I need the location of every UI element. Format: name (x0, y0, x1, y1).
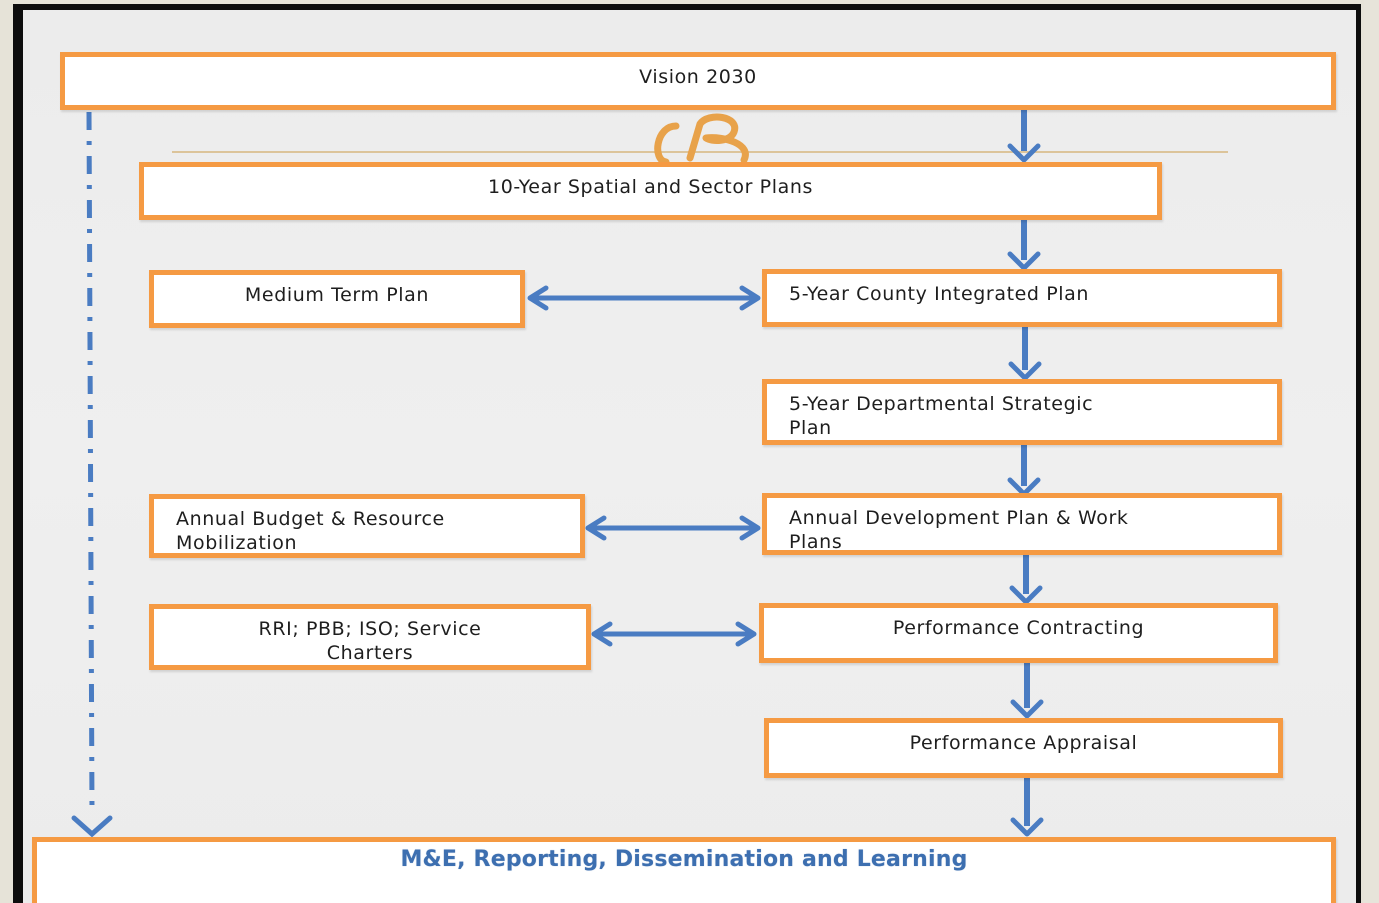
node-medium-term-plan: Medium Term Plan (149, 270, 525, 328)
node-label: M&E, Reporting, Dissemination and Learni… (400, 847, 968, 872)
arrowhead-icon (1009, 585, 1043, 605)
node-performance-contracting: Performance Contracting (759, 603, 1278, 663)
node-rri-pbb-iso: RRI; PBB; ISO; Service Charters (149, 604, 591, 670)
node-me-reporting: M&E, Reporting, Dissemination and Learni… (32, 837, 1336, 903)
node-spatial-sector-plans: 10-Year Spatial and Sector Plans (139, 162, 1162, 220)
node-label: 5-Year Departmental Strategic Plan (789, 393, 1094, 439)
node-vision-2030: Vision 2030 (60, 52, 1336, 110)
ornament-flourish-icon (172, 113, 1228, 166)
node-performance-appraisal: Performance Appraisal (764, 718, 1283, 778)
arrowhead-icon (1010, 817, 1044, 837)
node-label: Vision 2030 (639, 66, 757, 88)
node-label: 10-Year Spatial and Sector Plans (488, 176, 813, 198)
node-annual-budget: Annual Budget & Resource Mobilization (149, 494, 585, 558)
slide-right-margin (1364, 0, 1379, 903)
double-arrow-medium-term-county (527, 285, 761, 311)
node-label: Performance Appraisal (909, 732, 1138, 754)
node-label: Performance Contracting (892, 617, 1145, 639)
arrowhead-icon (1008, 361, 1042, 381)
dash-dot-arrowhead-icon (71, 815, 113, 838)
arrowhead-icon (1007, 251, 1041, 271)
node-label: 5-Year County Integrated Plan (789, 283, 1090, 305)
node-label: Annual Development Plan & Work Plans (789, 507, 1129, 553)
node-label: Medium Term Plan (244, 284, 430, 306)
double-arrow-budget-annual-dev (585, 515, 761, 541)
arrowhead-icon (1010, 699, 1044, 719)
node-county-integrated-plan: 5-Year County Integrated Plan (762, 269, 1282, 327)
node-label: Annual Budget & Resource Mobilization (176, 508, 445, 554)
arrowhead-icon (1007, 143, 1041, 163)
node-departmental-strategic-plan: 5-Year Departmental Strategic Plan (762, 379, 1282, 445)
node-annual-development-plan: Annual Development Plan & Work Plans (762, 493, 1282, 555)
dash-dot-feedback-line (86, 111, 95, 813)
double-arrow-rri-contracting (591, 621, 757, 647)
node-label: RRI; PBB; ISO; Service Charters (258, 618, 482, 664)
